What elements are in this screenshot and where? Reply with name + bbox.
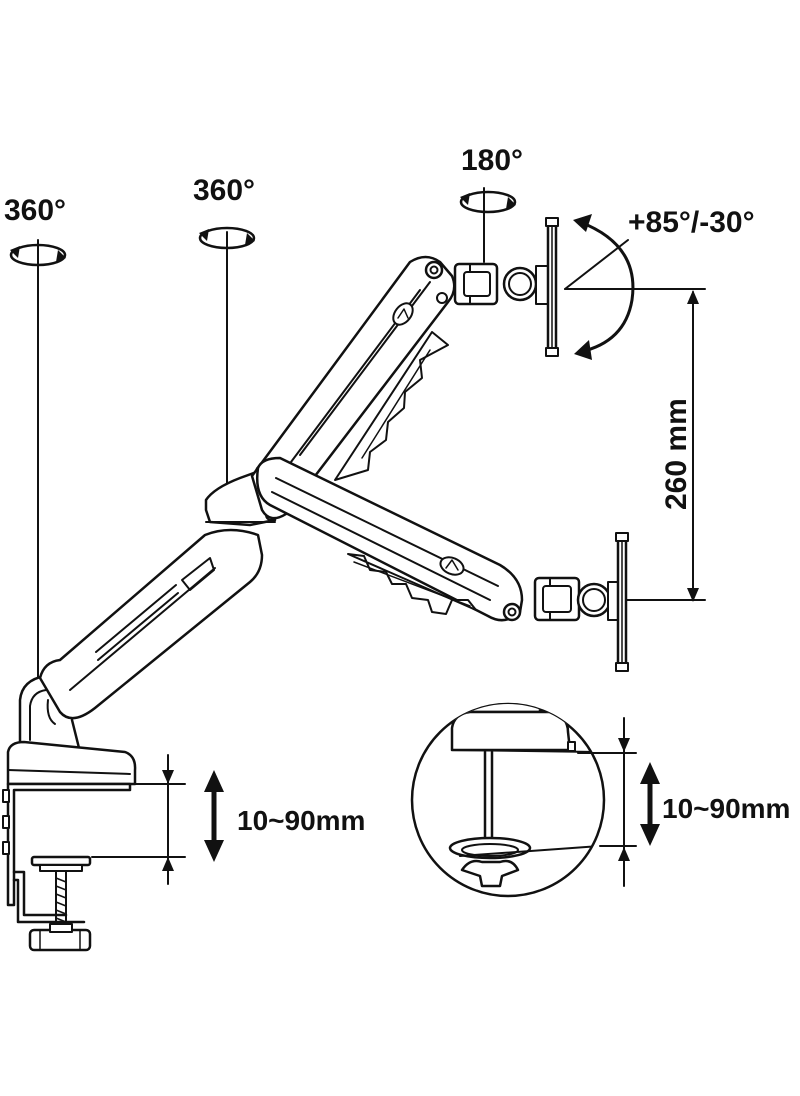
lower-arm <box>38 528 264 725</box>
height-travel-label: 260 mm <box>660 398 693 510</box>
clamp-height-double-arrow-icon <box>204 770 224 862</box>
brand-logo-badge-icon <box>392 302 414 326</box>
tilt-up-arrow-icon <box>573 214 592 232</box>
head-swivel-arrow-icon <box>459 190 517 214</box>
grommet-height-double-arrow-icon <box>640 762 660 846</box>
head-swivel-label: 180° <box>461 144 523 177</box>
upper-vesa-plate <box>545 217 559 357</box>
elbow-rotation-label: 360° <box>193 174 255 207</box>
grommet-thickness-dimension <box>577 717 660 887</box>
lower-tilt-head <box>533 576 621 622</box>
grommet-thickness-label: 10~90mm <box>662 793 790 824</box>
base-rotation-arrow-icon <box>9 243 67 267</box>
grommet-detail <box>410 702 606 898</box>
clamp-thickness-dimension <box>91 754 224 885</box>
tilt-arc-indicator <box>564 214 706 360</box>
upper-gas-arm <box>250 255 456 520</box>
tilt-down-arrow-icon <box>574 340 592 360</box>
elbow-rotation-arrow-icon <box>198 226 256 250</box>
tilt-range-label: +85°/-30° <box>628 206 755 239</box>
lower-vesa-plate <box>615 532 629 672</box>
clamp-thickness-label: 10~90mm <box>237 805 365 836</box>
lower-gas-arm <box>256 456 524 622</box>
base-rotation-label: 360° <box>4 194 66 227</box>
brand-logo-badge-2-icon <box>439 556 465 576</box>
upper-tilt-head <box>453 262 549 306</box>
desk-clamp <box>2 674 137 952</box>
